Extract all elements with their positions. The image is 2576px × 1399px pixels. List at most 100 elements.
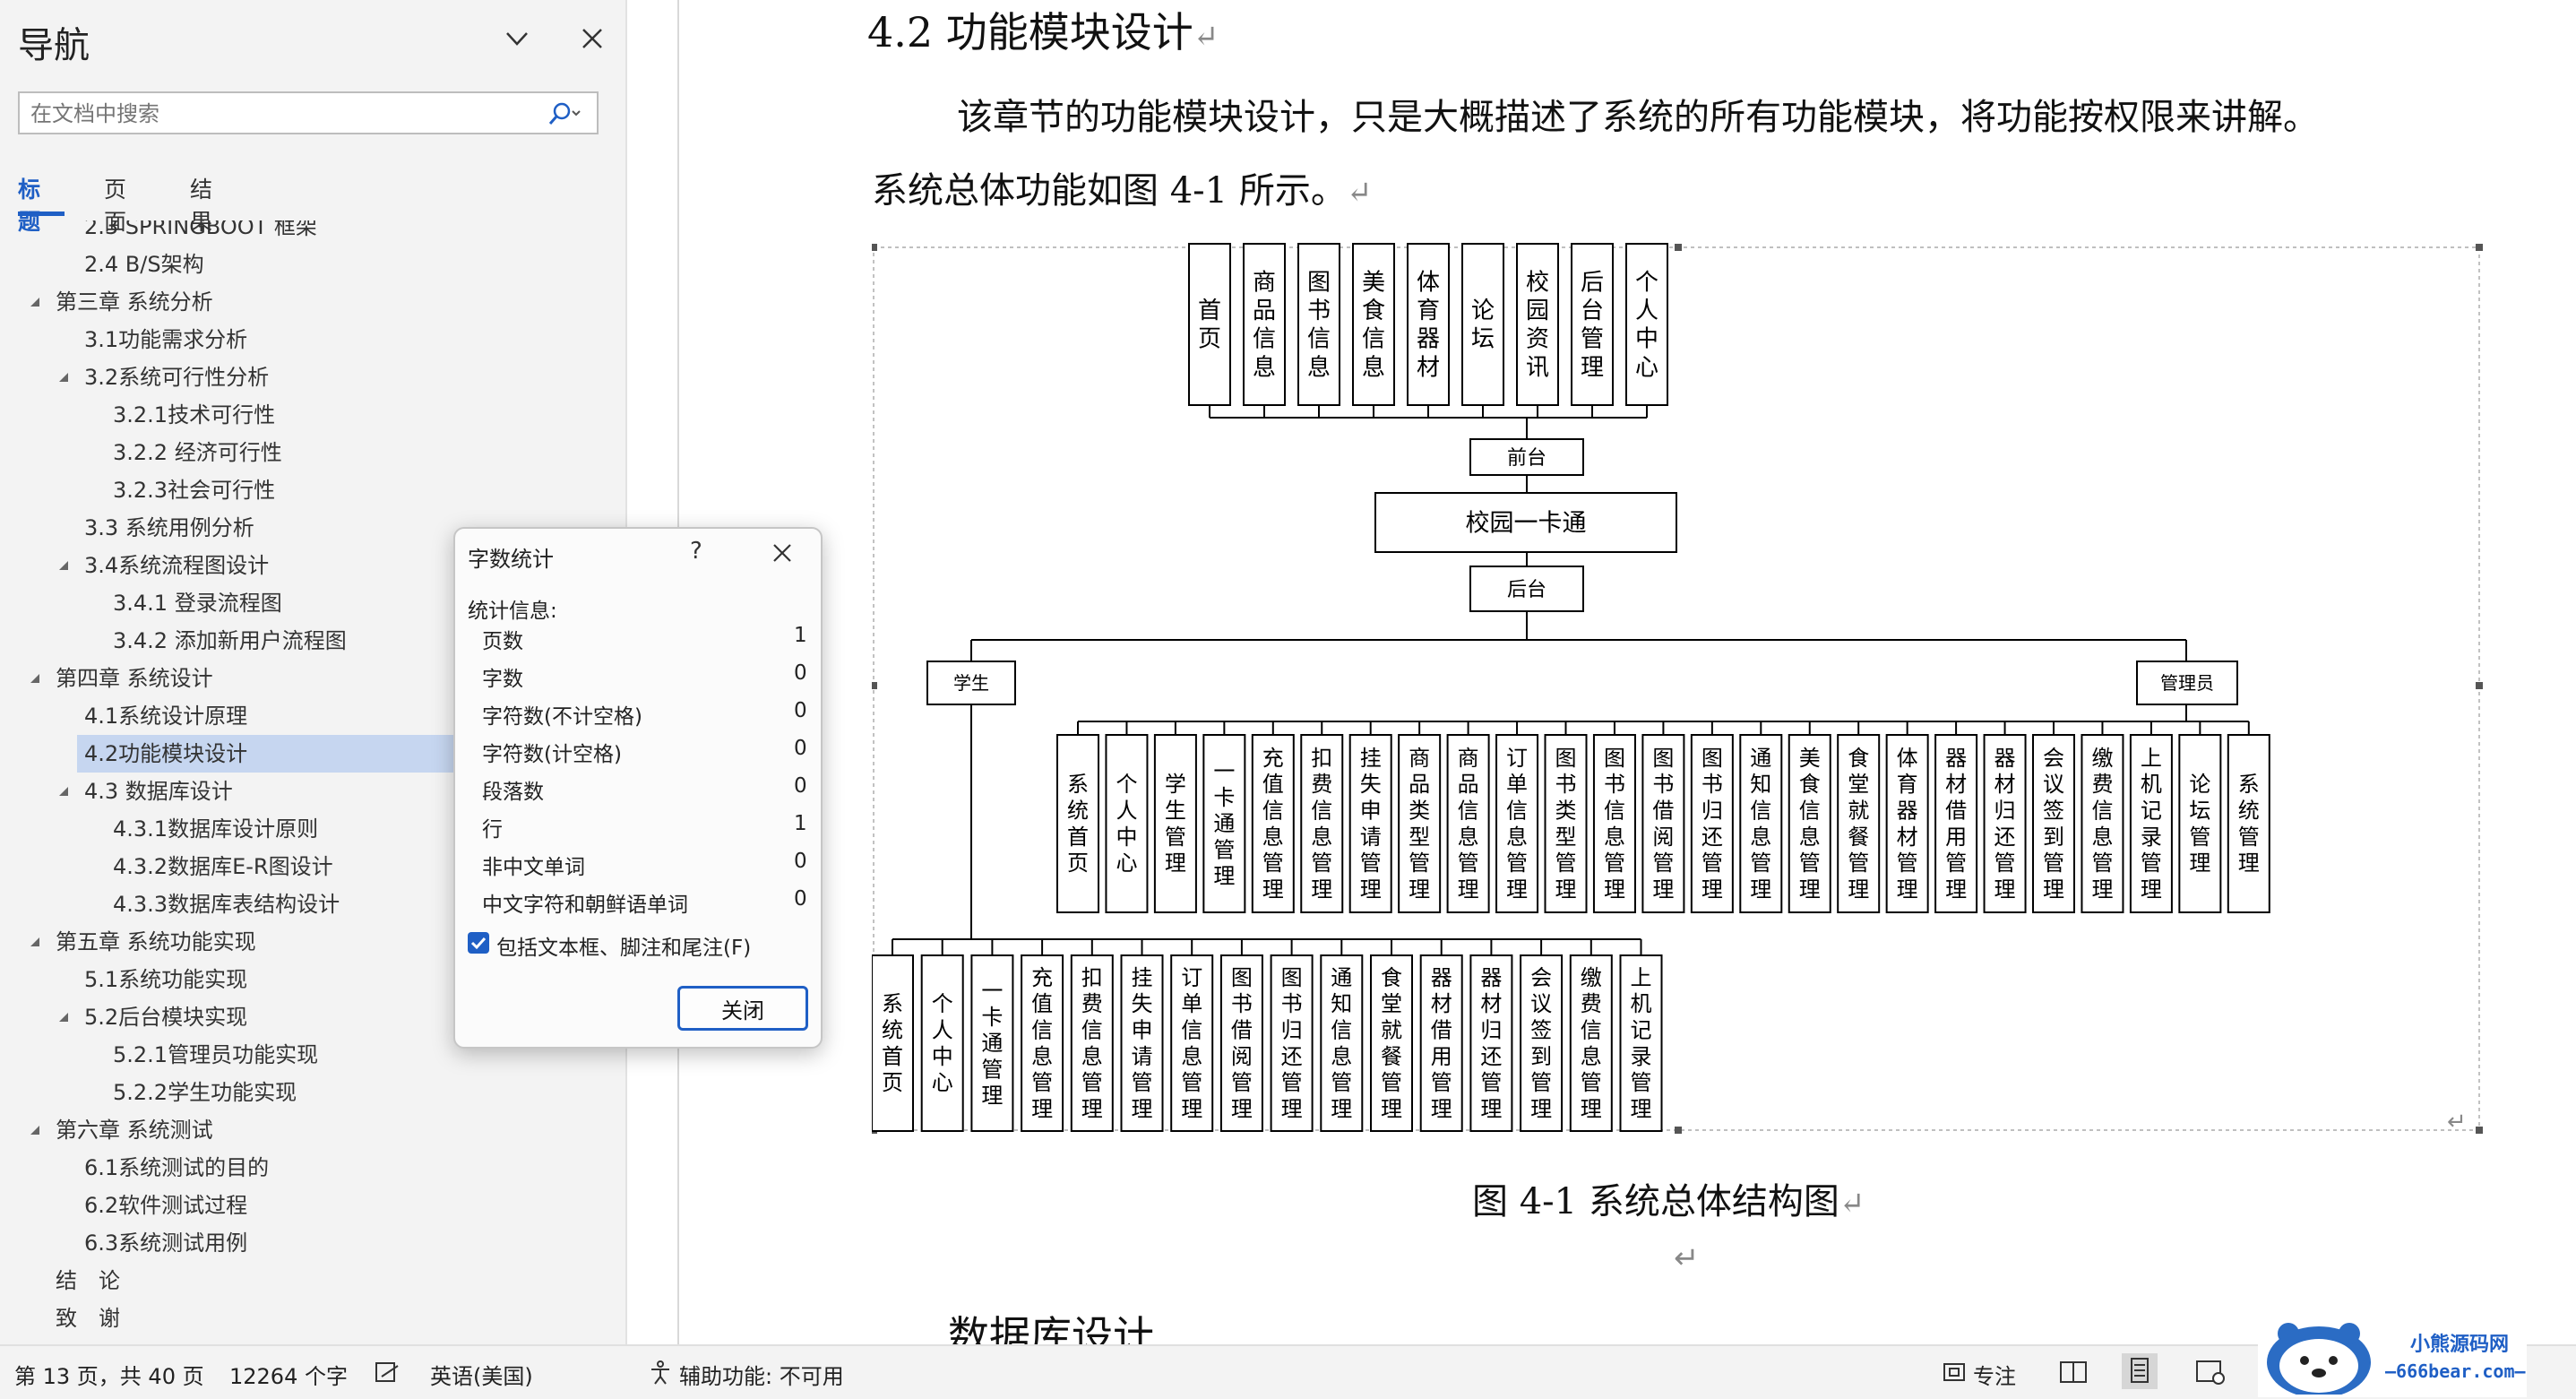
nav-heading-item[interactable]: 致 谢 (56, 1300, 120, 1332)
include-textbox-label[interactable]: 包括文本框、脚注和尾注(F) (496, 937, 752, 960)
nav-heading-item[interactable]: 6.3系统测试用例 (84, 1224, 247, 1262)
close-icon[interactable] (771, 541, 794, 565)
nav-heading-item[interactable]: 2.4 B/S架构 (84, 246, 204, 283)
nav-heading-item[interactable]: 3.4.1 登录流程图 (113, 584, 282, 622)
proofing-icon[interactable] (375, 1360, 401, 1386)
nav-heading-item[interactable]: 第五章 系统功能实现 (56, 923, 256, 961)
help-button[interactable]: ? (690, 538, 702, 565)
module-box (1021, 954, 1064, 1132)
nav-heading-item[interactable]: 第四章 系统设计 (56, 660, 213, 697)
nav-heading-item[interactable]: 3.2.3社会可行性 (113, 471, 275, 509)
nav-heading-item[interactable]: 2.3 SPRINGBOOT 框架 (84, 220, 317, 246)
module-box (1070, 954, 1114, 1132)
word-count[interactable]: 12264 个字 (229, 1364, 348, 1389)
module-label: 图书借阅管理 (1652, 746, 1674, 902)
tab-results[interactable]: 结果 (190, 177, 213, 235)
module-label: 商品信息 (1253, 269, 1276, 381)
include-textbox-checkbox[interactable] (468, 932, 489, 954)
search-box[interactable] (18, 91, 599, 134)
web-layout-icon[interactable] (2195, 1359, 2226, 1386)
module-label: 个人中心 (1635, 269, 1658, 381)
nav-heading-item[interactable]: 4.1系统设计原理 (84, 697, 247, 735)
module-box (1592, 734, 1636, 913)
module-label: 论坛管理 (2189, 772, 2210, 876)
module-label: 校园资讯 (1526, 269, 1549, 381)
nav-heading-item[interactable]: 3.2.2 经济可行性 (113, 434, 282, 471)
module-box (1625, 243, 1668, 406)
expand-arrow-icon[interactable] (57, 785, 70, 798)
nav-heading-item[interactable]: 5.2后台模块实现 (84, 998, 247, 1036)
page-count[interactable]: 第 13 页，共 40 页 (14, 1364, 204, 1389)
nav-heading-item[interactable]: 5.1系统功能实现 (84, 961, 247, 998)
close-button[interactable]: 关闭 (677, 986, 808, 1031)
nav-heading-label: 3.2.2 经济可行性 (113, 440, 282, 465)
nav-heading-item[interactable]: 结 论 (56, 1262, 120, 1300)
module-box (2129, 734, 2173, 913)
tab-pages[interactable]: 页面 (104, 177, 127, 235)
nav-heading-label: 3.3 系统用例分析 (84, 515, 254, 540)
module-box (1544, 734, 1588, 913)
module-box (1469, 954, 1513, 1132)
nav-heading-item[interactable]: 5.2.2学生功能实现 (113, 1074, 297, 1111)
chevron-down-icon[interactable] (502, 23, 532, 54)
module-box (2178, 734, 2222, 913)
focus-mode-button[interactable]: 专注 (1973, 1364, 2016, 1389)
nav-heading-label: 4.3.1数据库设计原则 (113, 816, 319, 842)
nav-heading-item[interactable]: 5.2.1管理员功能实现 (113, 1036, 318, 1074)
stat-value: 0 (794, 737, 807, 760)
stat-value: 0 (794, 774, 807, 798)
expand-arrow-icon[interactable] (57, 1011, 70, 1023)
module-label: 商品类型管理 (1409, 746, 1430, 902)
node-box (1374, 492, 1677, 553)
search-icon[interactable] (547, 100, 582, 127)
nav-heading-item[interactable]: 4.3.1数据库设计原则 (113, 810, 318, 848)
module-box (1153, 734, 1197, 913)
expand-arrow-icon[interactable] (29, 936, 41, 948)
nav-heading-item[interactable]: 6.2软件测试过程 (84, 1187, 247, 1224)
focus-icon[interactable] (1941, 1359, 1968, 1386)
expand-arrow-icon[interactable] (29, 1124, 41, 1136)
nav-heading-item[interactable]: 6.1系统测试的目的 (84, 1149, 269, 1187)
print-layout-icon[interactable] (2122, 1353, 2158, 1389)
system-structure-diagram[interactable]: 首页商品信息图书信息美食信息体育器材论坛校园资讯后台管理个人中心前台校园一卡通后… (872, 242, 2485, 1134)
module-label: 系统管理 (2238, 772, 2260, 876)
node-label: 学生 (953, 672, 989, 694)
nav-heading-item[interactable]: 3.4系统流程图设计 (84, 547, 269, 584)
stat-label: 段落数 (482, 781, 544, 804)
nav-heading-label: 5.2.1管理员功能实现 (113, 1042, 319, 1067)
module-label: 个人中心 (932, 991, 953, 1095)
module-box (1202, 734, 1246, 913)
document-page[interactable]: 4.2 功能模块设计↵ 该章节的功能模块设计，只是大概描述了系统的所有功能模块，… (677, 0, 2576, 1344)
nav-heading-item[interactable]: 4.2功能模块设计 (77, 735, 459, 773)
language-indicator[interactable]: 英语(美国) (430, 1364, 533, 1389)
module-box (872, 954, 914, 1132)
search-input[interactable] (29, 99, 543, 129)
empty-paragraph-mark: ↵ (1674, 1240, 1700, 1276)
expand-arrow-icon[interactable] (57, 371, 70, 384)
accessibility-icon[interactable] (647, 1359, 674, 1386)
accessibility-status[interactable]: 辅助功能: 不可用 (679, 1364, 844, 1389)
nav-heading-label: 3.4系统流程图设计 (84, 553, 270, 578)
nav-heading-item[interactable]: 3.4.2 添加新用户流程图 (113, 622, 347, 660)
nav-heading-item[interactable]: 3.3 系统用例分析 (84, 509, 254, 547)
watermark-name: 小熊源码网 (2410, 1334, 2510, 1356)
node-box (926, 661, 1016, 705)
nav-heading-item[interactable]: 第六章 系统测试 (56, 1111, 213, 1149)
read-mode-icon[interactable] (2059, 1359, 2088, 1386)
close-icon[interactable] (577, 23, 607, 54)
nav-heading-item[interactable]: 3.2.1技术可行性 (113, 396, 275, 434)
module-box (1251, 734, 1295, 913)
nav-heading-item[interactable]: 4.3 数据库设计 (84, 773, 233, 810)
nav-heading-item[interactable]: 3.1功能需求分析 (84, 321, 247, 358)
nav-heading-item[interactable]: 4.3.2数据库E-R图设计 (113, 848, 333, 885)
section-heading: 4.2 功能模块设计↵ (867, 8, 1219, 56)
nav-heading-item[interactable]: 3.2系统可行性分析 (84, 358, 269, 396)
expand-arrow-icon[interactable] (29, 296, 41, 308)
module-box (1690, 734, 1734, 913)
bear-logo-icon (2267, 1323, 2371, 1395)
expand-arrow-icon[interactable] (57, 559, 70, 572)
expand-arrow-icon[interactable] (29, 672, 41, 685)
nav-heading-item[interactable]: 第三章 系统分析 (56, 283, 213, 321)
nav-heading-item[interactable]: 4.3.3数据库表结构设计 (113, 885, 340, 923)
module-box (1885, 734, 1929, 913)
